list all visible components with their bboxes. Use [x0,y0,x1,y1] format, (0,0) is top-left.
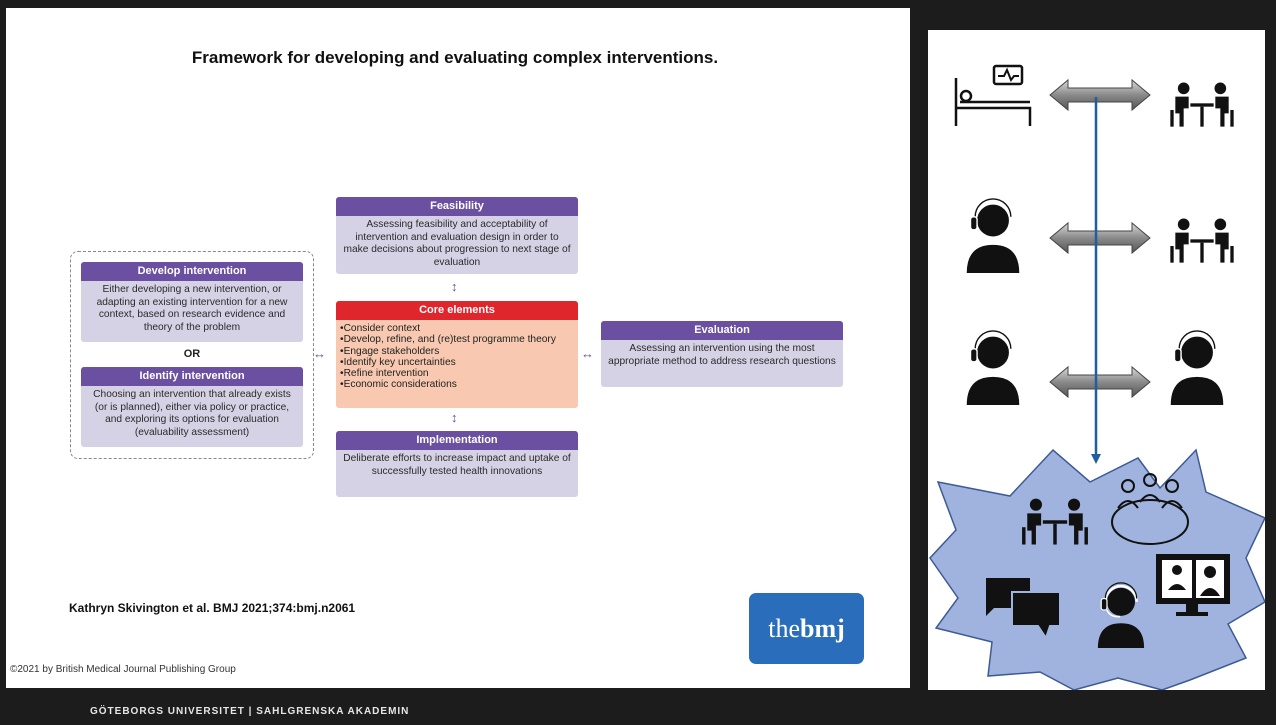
page-title: Framework for developing and evaluating … [191,48,719,67]
feasibility-body: Assessing feasibility and acceptability … [343,219,571,268]
headset-person-icon [965,198,1021,273]
communication-panel [928,30,1265,690]
evaluation-box: Evaluation Assessing an intervention usi… [601,321,843,387]
evaluation-body: Assessing an intervention using the most… [608,343,836,367]
video-call-icon [1156,554,1230,616]
bmj-logo-bold: bmj [799,614,845,643]
double-arrow-2 [1049,221,1151,255]
connector-bottom-arrow: ↕ [451,410,458,425]
identify-header: Identify intervention [81,367,303,386]
or-label: OR [183,348,201,360]
communication-diagram [929,64,1265,690]
double-arrow-3 [1049,365,1151,399]
develop-intervention-box: Develop intervention Either developing a… [81,262,303,342]
bmj-logo-prefix: the [768,614,800,643]
copyright: ©2021 by British Medical Journal Publish… [10,664,236,675]
evaluation-header: Evaluation [601,321,843,340]
headset-person-icon [1169,330,1225,405]
core-elements-box: Core elements Consider context Develop, … [336,301,578,408]
chat-bubbles-icon [986,578,1061,641]
connector-left-arrow: ↔ [313,346,326,361]
meeting-table-icon [1170,218,1234,263]
develop-body: Either developing a new intervention, or… [96,284,288,333]
feasibility-header: Feasibility [336,197,578,216]
feasibility-box: Feasibility Assessing feasibility and ac… [336,197,578,274]
headset-person-icon [965,330,1021,405]
meeting-table-icon [1170,82,1234,127]
core-item: Develop, refine, and (re)test programme … [340,334,574,345]
core-item: Consider context [340,323,574,334]
vertical-arrow [1091,97,1101,464]
core-item: Identify key uncertainties [340,357,574,368]
bmj-logo: thebmj [749,593,864,664]
identify-body: Choosing an intervention that already ex… [93,389,291,438]
implementation-header: Implementation [336,431,578,450]
citation: Kathryn Skivington et al. BMJ 2021;374:b… [69,601,356,615]
core-item: Refine intervention [340,368,574,379]
core-item: Economic considerations [340,379,574,390]
double-arrow-1 [1049,78,1151,112]
develop-header: Develop intervention [81,262,303,281]
implementation-box: Implementation Deliberate efforts to inc… [336,431,578,497]
identify-intervention-box: Identify intervention Choosing an interv… [81,367,303,447]
connector-top-arrow: ↕ [451,279,458,294]
intervention-group [70,251,314,459]
core-item: Engage stakeholders [340,346,574,357]
group-meeting-icon [1111,473,1189,545]
implementation-body: Deliberate efforts to increase impact an… [343,453,571,477]
footer-label: GÖTEBORGS UNIVERSITET | SAHLGRENSKA AKAD… [90,706,410,717]
core-list: Consider context Develop, refine, and (r… [336,320,578,391]
core-header: Core elements [336,301,578,320]
patient-bed-icon [954,64,1032,126]
connector-right-arrow: ↔ [581,346,594,361]
